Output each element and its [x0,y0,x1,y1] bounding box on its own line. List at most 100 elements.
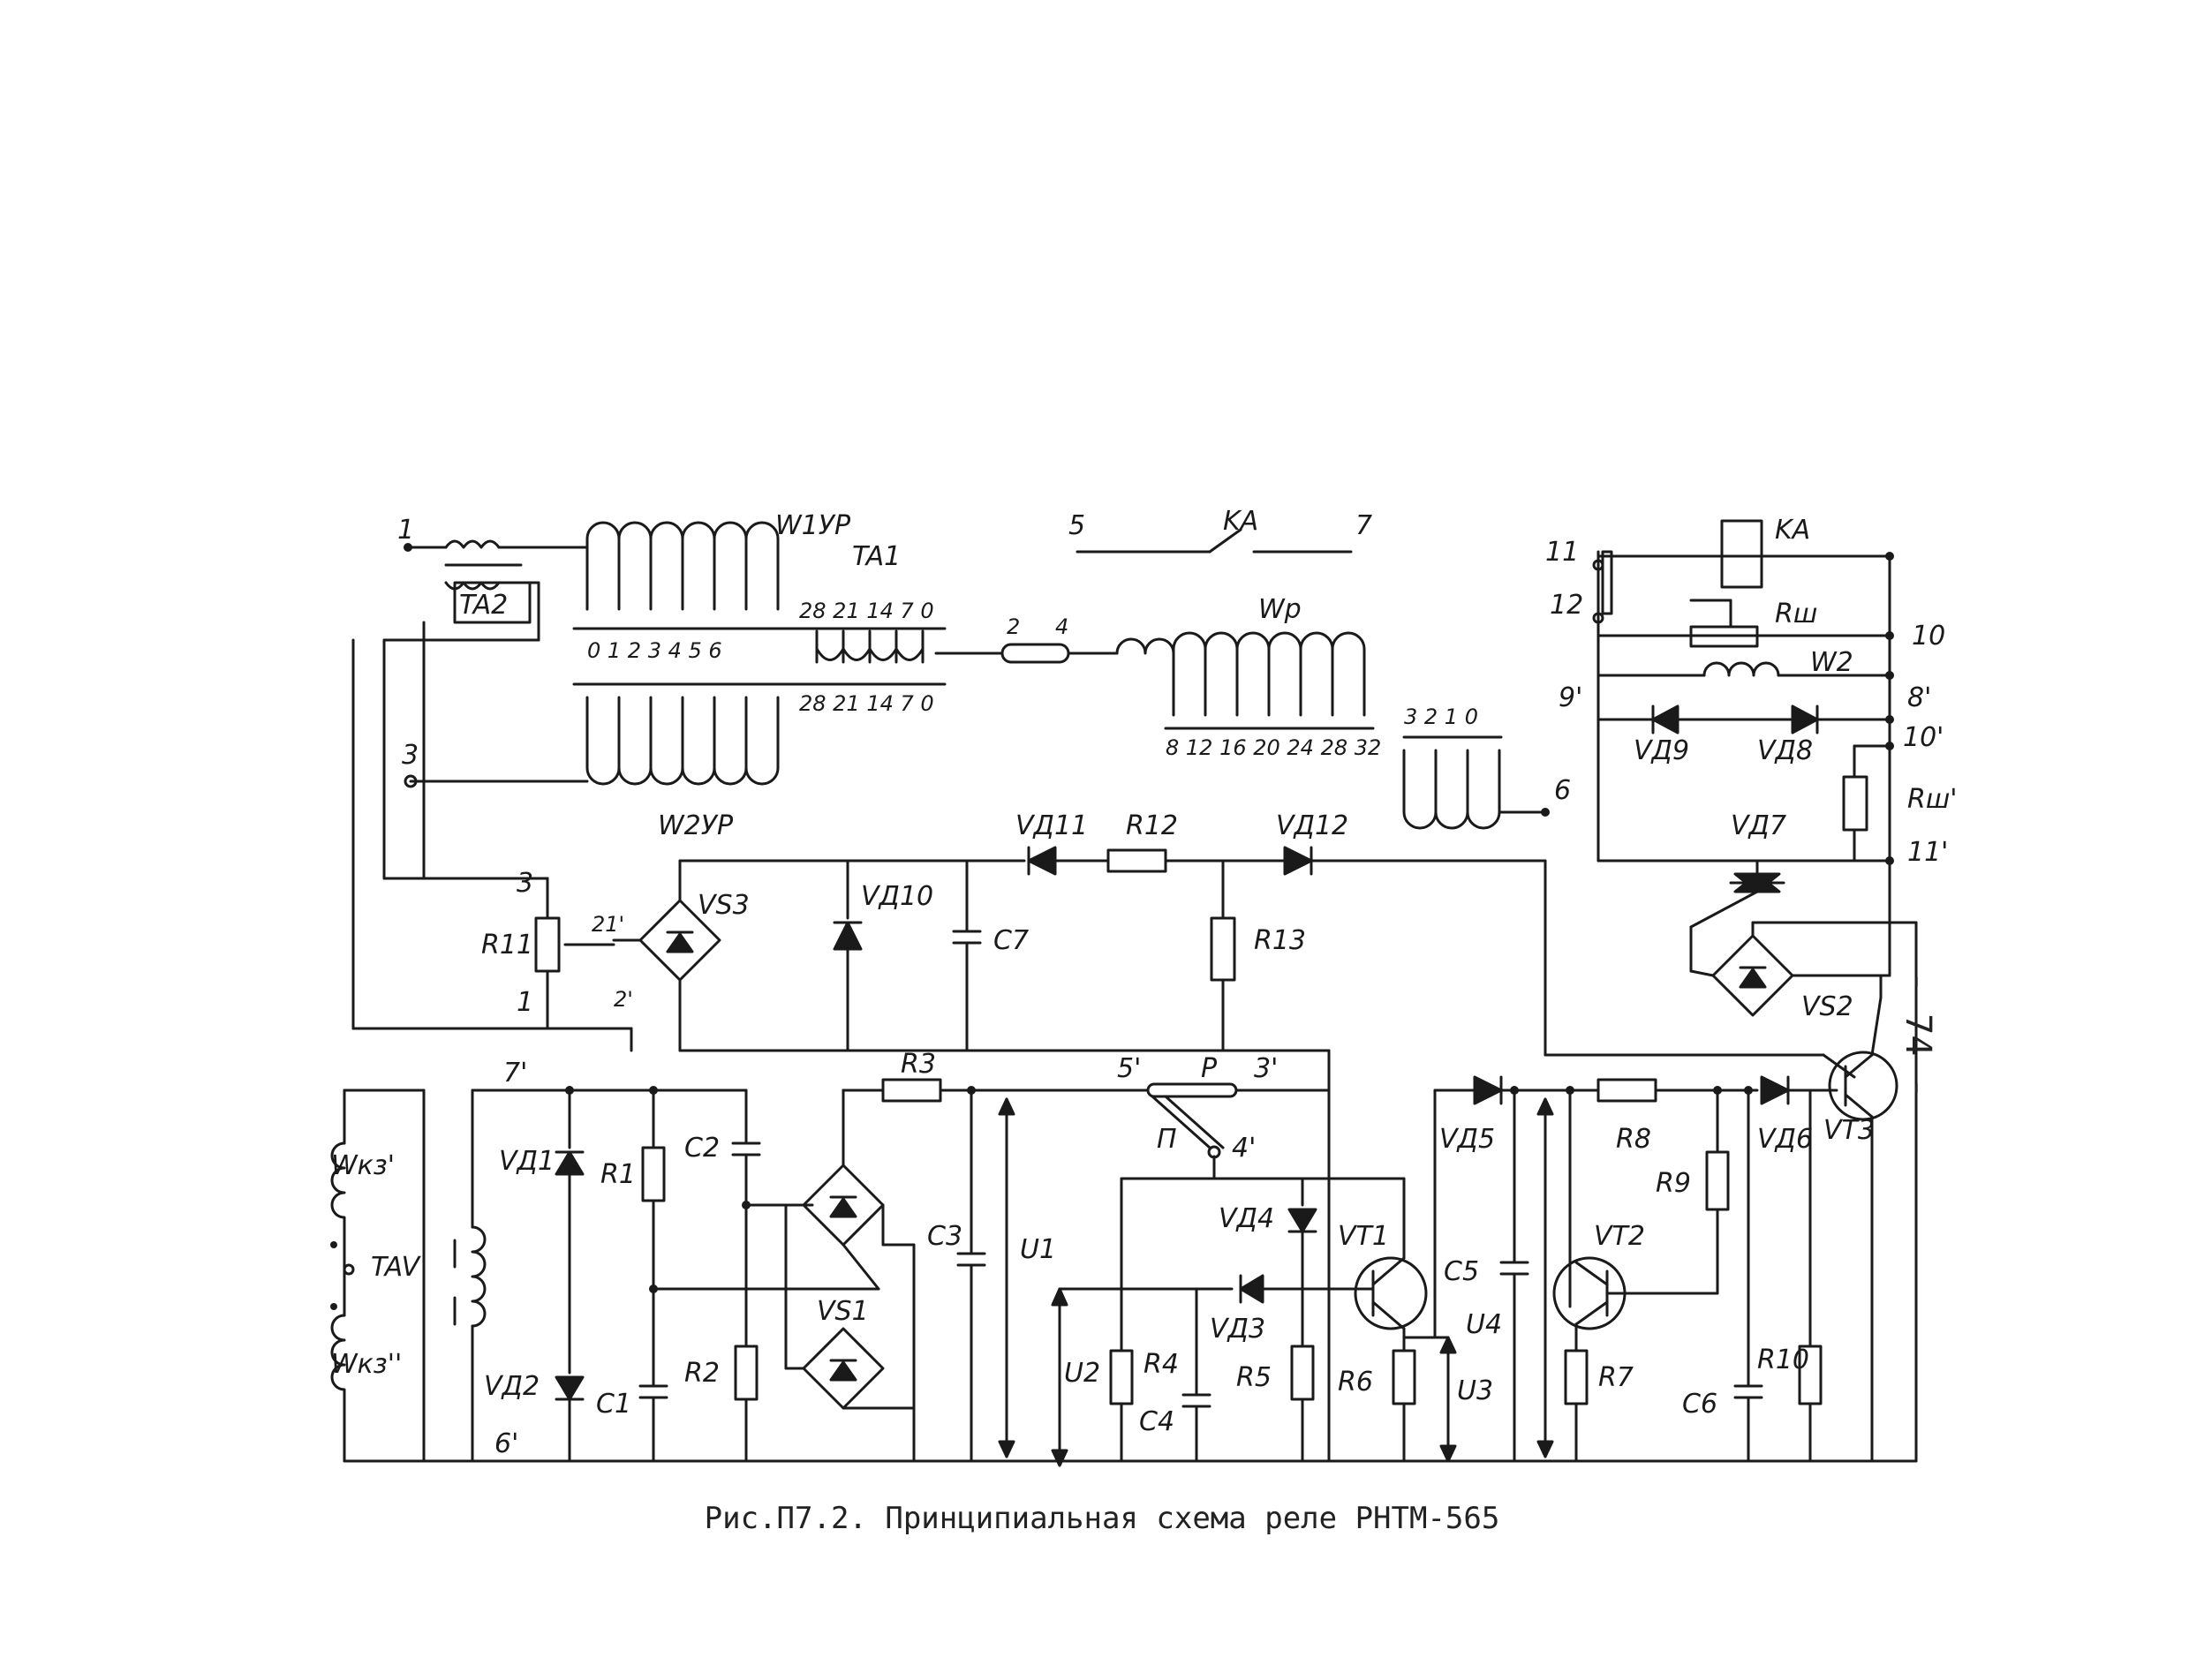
r4-resistor [1109,1349,1134,1405]
node-9p-label: 9' [1559,682,1582,713]
node-2p-label: 2' [614,987,633,1012]
node-11-label: 11 [1545,537,1579,568]
out-taps-label: 3 2 1 0 [1404,704,1478,729]
vs2-label: VS2 [1801,991,1853,1022]
vd7-thyristor [1689,859,1785,973]
u3-label: U3 [1457,1375,1493,1406]
rsh2-resistor [1842,775,1868,832]
w2-label: W2 [1810,647,1853,678]
r9-resistor [1705,1150,1730,1211]
r11-label: R11 [481,930,533,961]
vd10-label: VД10 [861,881,933,912]
terminal-6-label: 6 [1554,775,1571,806]
rsh-resistor [1689,625,1759,648]
terminal-1-label: 1 [397,515,414,546]
vt1-transistor [1354,1177,1428,1352]
node-21-label: 21' [592,912,624,937]
vd4-diode [1287,1208,1317,1233]
vd3-diode [1239,1274,1264,1304]
r3-resistor [881,1078,942,1103]
terminal-3-label: 3 [402,740,419,771]
w1yp-label: W1УР [775,510,851,541]
node-3p-label: 3' [1254,1053,1278,1084]
c6-label: C6 [1682,1389,1717,1420]
vd8-label: VД8 [1757,735,1813,766]
u1-label: U1 [1020,1234,1056,1265]
c5-label: C5 [1444,1256,1479,1287]
r1-resistor [641,1146,666,1202]
terminal-1-dot [404,543,412,552]
r5-label: R5 [1236,1362,1272,1393]
w1yp-winding [572,521,947,686]
ka-relay-block [1596,519,1891,867]
vd7-label: VД7 [1731,810,1786,841]
pi-label: П [1157,1124,1177,1155]
ka-contact [1076,528,1353,554]
vd4-label: VД4 [1219,1203,1274,1234]
w2yp-winding [409,696,780,786]
c3-label: C3 [927,1221,962,1252]
w2-coil [1702,661,1780,677]
vd6-label: VД6 [1757,1124,1813,1155]
vd5-label: VД5 [1439,1124,1495,1155]
vt2-label: VT2 [1594,1221,1645,1252]
vt3-label: VT3 [1823,1115,1875,1146]
vt1-label: VT1 [1338,1221,1389,1252]
node-6p-label: 6' [494,1428,518,1459]
terminal-7-label: 7 [1355,510,1372,541]
vs2-bridge [1689,859,1918,1017]
r7-resistor [1564,1349,1589,1405]
output-winding [1402,735,1547,830]
ta2-label: TA2 [459,590,508,621]
r7-label: R7 [1598,1362,1634,1393]
vd2-label: VД2 [484,1371,540,1402]
p-label: P [1201,1053,1218,1084]
vs1-bridge-upper [802,1089,885,1291]
rsh-label: Rш [1775,599,1817,629]
r1-label: R1 [600,1159,636,1190]
node-4p-label: 4' [1232,1133,1256,1164]
ka-coil [1720,519,1763,589]
rsh2-label: Rш' [1907,784,1958,815]
vs1-label: VS1 [817,1296,869,1327]
r2-resistor [734,1345,759,1401]
r9-label: R9 [1656,1168,1691,1199]
ta1-taps-right-top: 28 21 14 7 0 [799,599,934,623]
node-4-label: 4 [1055,614,1068,639]
vs3-label: VS3 [698,890,750,921]
vt2-transistor [1552,1256,1719,1352]
vd12-diode [1283,846,1313,876]
tav-label: TAV [371,1252,422,1283]
wk3a-label: Wкз' [331,1150,395,1181]
r11-node1-label: 1 [517,987,533,1018]
r11-resistor [534,916,561,973]
node-5p-label: 5' [1117,1053,1141,1084]
node-11p-label: 11' [1907,837,1948,868]
vd8-diode [1791,704,1819,735]
r13-label: R13 [1254,925,1306,956]
r6-resistor [1392,1349,1416,1405]
vd12-label: VД12 [1276,810,1348,841]
r4-label: R4 [1144,1349,1179,1380]
c7-capacitor [846,859,982,1052]
r10-label: R10 [1757,1345,1809,1375]
r12-resistor [1106,848,1167,873]
wp-label: Wp [1258,594,1302,625]
vd9-label: VД9 [1634,735,1689,766]
vd6-diode [1760,1075,1790,1105]
vs3-bridge [612,859,1331,1052]
node-2-label: 2 [1007,614,1020,639]
vd10-zener [833,859,863,1052]
c2-label: C2 [684,1133,720,1164]
r8-label: R8 [1616,1124,1651,1155]
r13-resistor [1210,916,1236,982]
vd1-vd2-zeners [555,1089,585,1463]
c4-label: C4 [1139,1406,1174,1437]
ta1-taps-label: 0 1 2 3 4 5 6 [587,638,722,663]
node-10p-label: 10' [1903,722,1944,753]
tav-windings [330,1089,748,1463]
u2-label: U2 [1064,1358,1100,1389]
u4-label: U4 [1466,1309,1502,1340]
wp-winding [1115,631,1375,730]
